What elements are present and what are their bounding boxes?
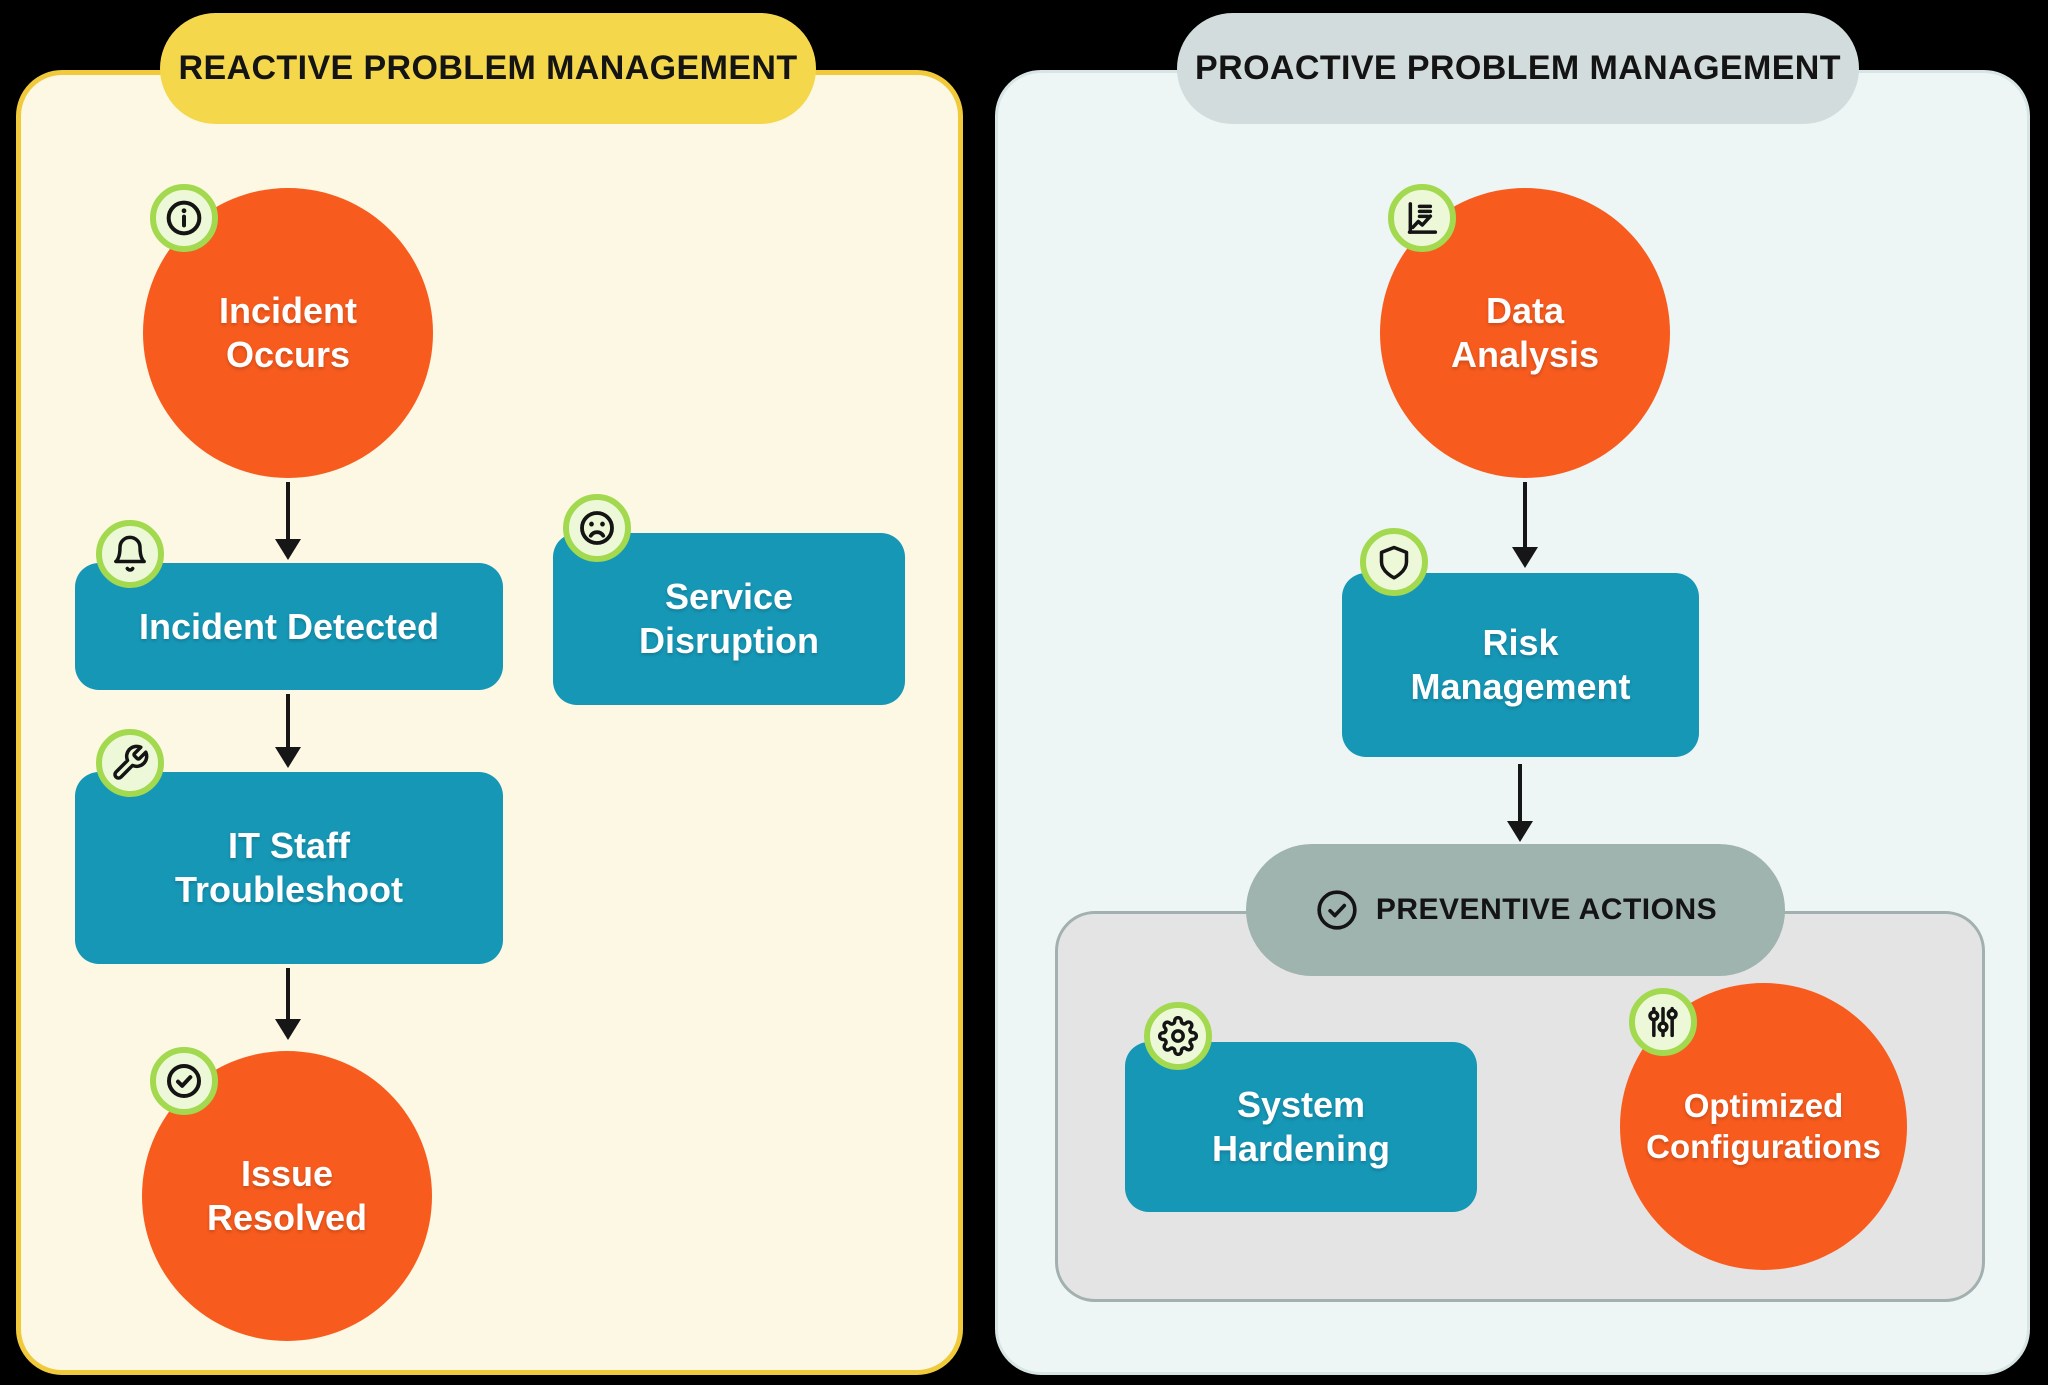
- node-label: Service Disruption: [639, 576, 819, 661]
- system-hardening-badge: [1144, 1002, 1212, 1070]
- check-circle-icon: [1317, 890, 1357, 930]
- proactive-title-label: PROACTIVE PROBLEM MANAGEMENT: [1195, 49, 1841, 87]
- node-label: Issue Resolved: [206, 1153, 368, 1238]
- node-label: Incident Detected: [138, 605, 440, 647]
- sliders-icon: [1648, 1006, 1678, 1038]
- node-risk-management: Risk Management: [1342, 573, 1699, 757]
- wrench-icon: [113, 744, 149, 780]
- proactive-panel-title: PROACTIVE PROBLEM MANAGEMENT: [1177, 13, 1859, 124]
- reactive-title-label: REACTIVE PROBLEM MANAGEMENT: [178, 49, 798, 87]
- node-label: Risk Management: [1410, 622, 1631, 707]
- incident-detected-badge: [96, 520, 164, 588]
- bell-icon: [114, 535, 146, 572]
- risk-management-badge: [1360, 528, 1428, 596]
- sad-face-icon: [580, 511, 614, 545]
- optimized-configurations-badge: [1629, 988, 1697, 1056]
- incident-occurs-badge: [150, 184, 218, 252]
- arrow-troubleshoot-to-resolved: [286, 968, 290, 1020]
- reactive-panel-title: REACTIVE PROBLEM MANAGEMENT: [160, 13, 816, 124]
- node-optimized-configurations: Optimized Configurations: [1620, 983, 1907, 1270]
- node-incident-detected: Incident Detected: [75, 563, 503, 690]
- data-analysis-badge: [1388, 184, 1456, 252]
- arrow-analysis-to-risk: [1523, 482, 1527, 548]
- issue-resolved-badge: [150, 1047, 218, 1115]
- arrow-incident-occurs-to-detected: [286, 482, 290, 540]
- node-service-disruption: Service Disruption: [553, 533, 905, 705]
- node-it-staff-troubleshoot: IT Staff Troubleshoot: [75, 772, 503, 964]
- arrow-detected-to-troubleshoot: [286, 694, 290, 748]
- preventive-actions-pill: PREVENTIVE ACTIONS: [1246, 844, 1785, 976]
- gear-icon: [1158, 1016, 1198, 1056]
- node-label: Incident Occurs: [218, 290, 357, 375]
- info-icon: [166, 200, 202, 236]
- node-system-hardening: System Hardening: [1125, 1042, 1477, 1212]
- it-staff-badge: [96, 729, 164, 797]
- node-label: Optimized Configurations: [1646, 1087, 1881, 1165]
- arrow-risk-to-preventive: [1518, 764, 1522, 822]
- shield-icon: [1379, 545, 1409, 580]
- preventive-actions-label: PREVENTIVE ACTIONS: [1375, 893, 1718, 926]
- chart-icon: [1407, 202, 1438, 234]
- node-label: Data Analysis: [1450, 290, 1600, 375]
- check-circle-icon: [167, 1064, 201, 1098]
- node-label: IT Staff Troubleshoot: [175, 825, 403, 910]
- service-disruption-badge: [563, 494, 631, 562]
- node-label: System Hardening: [1211, 1084, 1390, 1169]
